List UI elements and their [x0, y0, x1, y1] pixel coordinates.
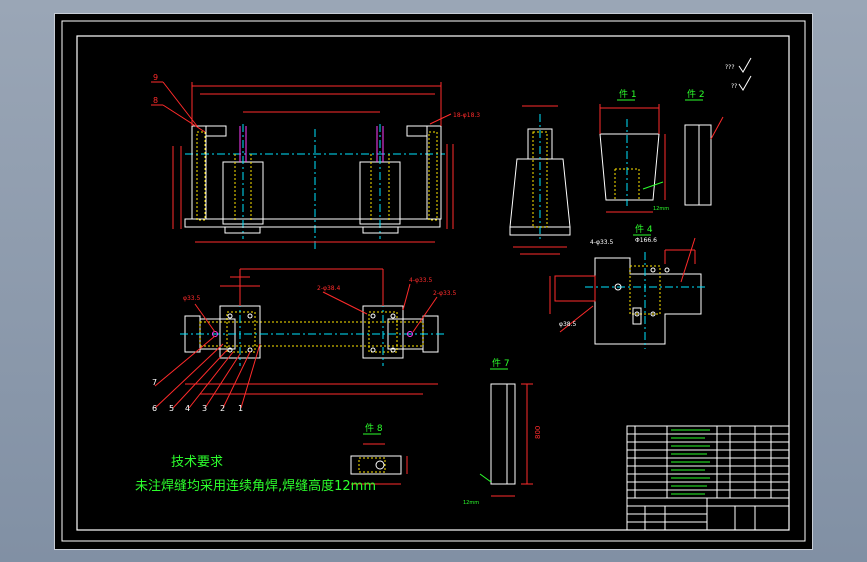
- cad-drawing: 18-φ18.3 9 8 件 1 12mm 件 2: [61, 20, 806, 542]
- callout-4: 4: [185, 404, 190, 413]
- callout-8: 8: [153, 96, 158, 105]
- dim-part7-len: 800: [534, 426, 542, 439]
- drawing-border-outer: [61, 20, 806, 542]
- dim-part4-holes: 4-φ33.5: [590, 239, 613, 246]
- front-view: 18-φ18.3: [172, 82, 480, 249]
- side-view: [509, 105, 571, 255]
- callout-5: 5: [169, 404, 174, 413]
- callout-7: 7: [152, 378, 157, 387]
- dim-hole-right-b: 2-φ33.5: [433, 290, 456, 297]
- part2-title: 件 2: [687, 88, 705, 100]
- part1-title: 件 1: [619, 88, 637, 100]
- part7-title: 件 7: [492, 357, 510, 369]
- svg-text:12mm: 12mm: [653, 206, 669, 212]
- dim-part4-side: φ38.5: [559, 321, 577, 328]
- callouts-bottom: [154, 335, 261, 409]
- part7-view: 件 7 12mm: [463, 357, 533, 506]
- part1-view: 件 1 12mm: [599, 88, 669, 213]
- callout-1: 1: [238, 404, 243, 413]
- dim-part4-dia: Φ166.6: [635, 237, 657, 244]
- plan-view: [180, 268, 445, 395]
- roughness-b: ??: [731, 83, 737, 90]
- dim-holes-top: 18-φ18.3: [453, 112, 480, 119]
- dim-hole-right-a: 4-φ33.5: [409, 277, 432, 284]
- tech-req-line1: 未注焊缝均采用连续角焊,焊缝高度12mm: [135, 478, 376, 494]
- drawing-border-inner: [76, 35, 790, 531]
- cad-viewport[interactable]: 18-φ18.3 9 8 件 1 12mm 件 2: [54, 13, 813, 550]
- dim-hole-mid: 2-φ38.4: [317, 285, 340, 292]
- svg-text:12mm: 12mm: [463, 500, 479, 506]
- part8-view: 件 8: [350, 422, 408, 485]
- part8-title: 件 8: [365, 422, 383, 434]
- callout-9: 9: [153, 73, 158, 82]
- part4-title: 件 4: [635, 223, 653, 235]
- callout-6: 6: [152, 404, 157, 413]
- title-block: [626, 425, 790, 531]
- dim-hole-left: φ33.5: [183, 295, 201, 302]
- part2-view: 件 2: [684, 88, 724, 206]
- roughness-a: ???: [725, 64, 735, 71]
- callout-2: 2: [220, 404, 225, 413]
- callout-3: 3: [202, 404, 207, 413]
- tech-req-title: 技术要求: [171, 455, 223, 470]
- part4-view: 件 4: [549, 223, 705, 349]
